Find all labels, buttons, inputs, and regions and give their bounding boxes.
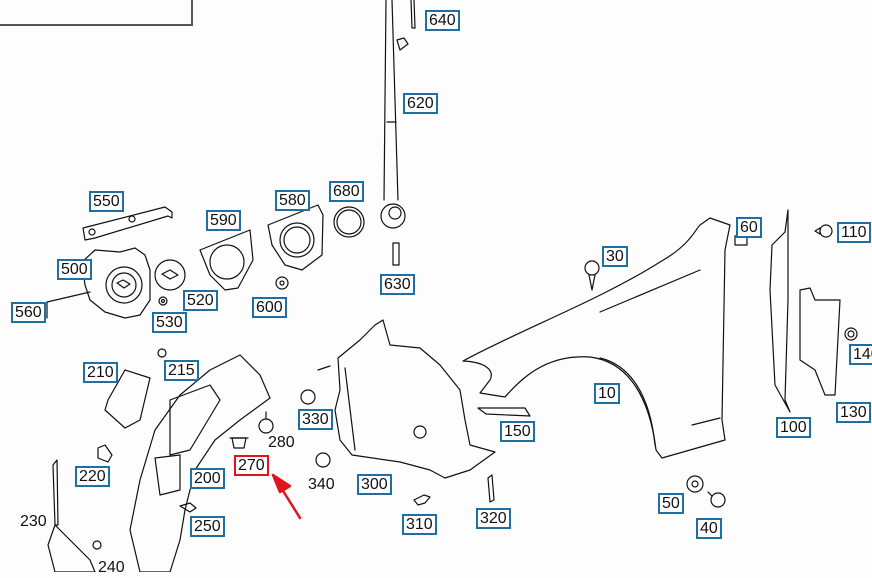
part-label-590[interactable]: 590: [206, 210, 241, 231]
part-590-gasket: [199, 229, 254, 291]
part-label-550[interactable]: 550: [89, 191, 124, 212]
part-500-actuator-housing: [46, 247, 151, 319]
part-620-antenna-rod: [380, 0, 409, 229]
part-280-clip: [258, 411, 274, 434]
part-40-bolt: [707, 491, 726, 508]
part-220-bracket: [97, 444, 113, 463]
part-label-620[interactable]: 620: [403, 93, 438, 114]
part-200-wheel-liner: [129, 354, 271, 572]
part-label-280[interactable]: 280: [268, 434, 295, 451]
part-210-grille: [104, 369, 151, 429]
part-label-60[interactable]: 60: [736, 217, 762, 238]
part-label-140[interactable]: 140: [849, 344, 872, 365]
part-330-nut: [300, 389, 316, 405]
part-630-pin: [392, 242, 400, 266]
part-640-antenna-tip: [410, 0, 416, 29]
part-550-bracket: [82, 206, 173, 241]
part-label-50[interactable]: 50: [658, 493, 684, 514]
part-label-250[interactable]: 250: [190, 516, 225, 537]
part-label-30[interactable]: 30: [602, 246, 628, 267]
part-50-nut: [686, 475, 704, 493]
part-250-clip: [179, 502, 197, 513]
part-label-230[interactable]: 230: [20, 513, 47, 530]
part-label-40[interactable]: 40: [696, 518, 722, 539]
part-300-wheel-liner: [317, 319, 496, 479]
part-580-plate: [267, 204, 324, 271]
part-230-flap: [47, 459, 96, 572]
part-140-nut: [844, 327, 858, 341]
part-10-fender: [462, 217, 731, 459]
part-label-530[interactable]: 530: [152, 312, 187, 333]
part-label-500[interactable]: 500: [57, 259, 92, 280]
header-frame: [0, 0, 193, 26]
part-label-310[interactable]: 310: [402, 514, 437, 535]
part-label-640[interactable]: 640: [425, 10, 460, 31]
part-label-270[interactable]: 270: [234, 455, 269, 476]
part-label-320[interactable]: 320: [476, 508, 511, 529]
part-label-330[interactable]: 330: [298, 409, 333, 430]
part-label-215[interactable]: 215: [164, 360, 199, 381]
part-label-130[interactable]: 130: [836, 402, 871, 423]
part-130-deflector: [799, 287, 841, 396]
part-530-washer: [158, 296, 168, 306]
part-340-nut: [315, 452, 331, 468]
part-320-clip: [487, 474, 495, 503]
selection-arrow: [271, 473, 302, 520]
part-600-washer: [275, 276, 289, 290]
part-label-340[interactable]: 340: [308, 476, 335, 493]
part-label-100[interactable]: 100: [776, 417, 811, 438]
part-270-clip: [229, 437, 249, 449]
part-150-trim: [477, 407, 531, 417]
part-label-630[interactable]: 630: [380, 274, 415, 295]
part-label-110[interactable]: 110: [837, 222, 871, 243]
part-680-ring: [333, 206, 365, 238]
part-240-clip: [92, 540, 102, 550]
part-label-10[interactable]: 10: [594, 383, 620, 404]
part-label-240[interactable]: 240: [98, 559, 125, 576]
part-label-200[interactable]: 200: [190, 468, 225, 489]
part-label-300[interactable]: 300: [357, 474, 392, 495]
part-label-220[interactable]: 220: [75, 466, 110, 487]
part-520-cover: [154, 259, 186, 291]
part-label-580[interactable]: 580: [275, 190, 310, 211]
part-label-600[interactable]: 600: [252, 297, 287, 318]
part-label-150[interactable]: 150: [500, 421, 535, 442]
part-100-panel: [769, 209, 791, 413]
part-label-520[interactable]: 520: [183, 290, 218, 311]
part-30-screw: [584, 260, 600, 291]
part-label-680[interactable]: 680: [329, 181, 364, 202]
part-215-clip: [157, 348, 167, 358]
part-label-210[interactable]: 210: [83, 362, 118, 383]
part-310-clip: [413, 494, 431, 506]
part-110-screw: [814, 224, 833, 238]
part-label-560[interactable]: 560: [11, 302, 46, 323]
